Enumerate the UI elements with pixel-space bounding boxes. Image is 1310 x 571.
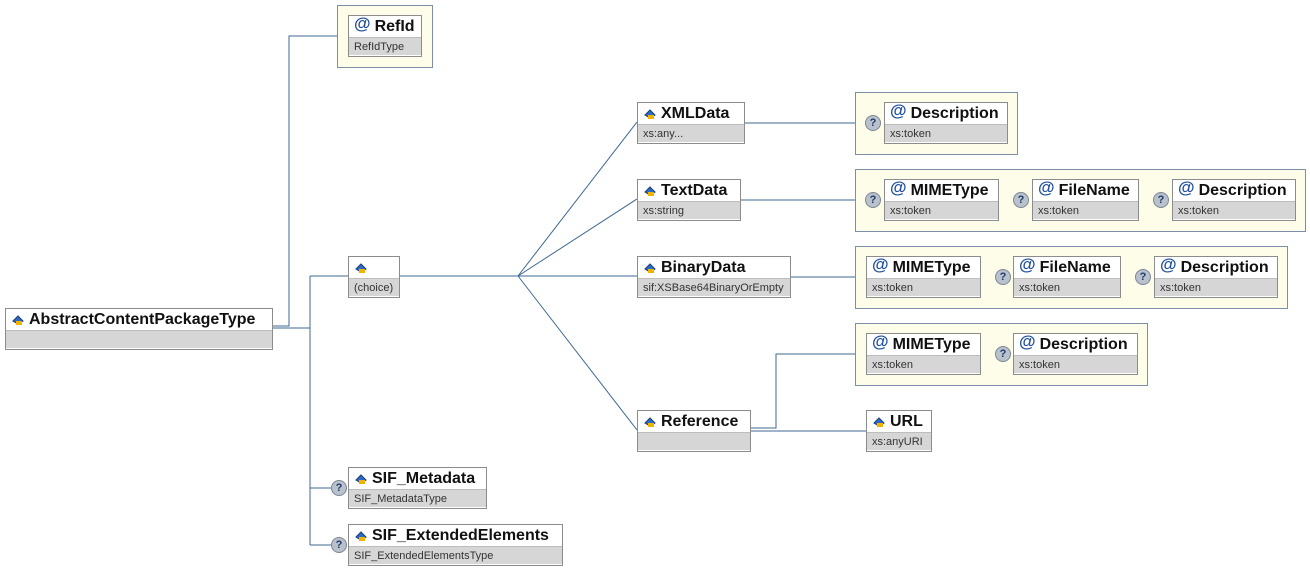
optional-icon: ? [1153, 192, 1169, 208]
optional-icon: ? [995, 346, 1011, 362]
attribute-name: Description [910, 104, 999, 122]
attribute-type: xs:token [1155, 278, 1277, 296]
element-reference[interactable]: Reference [637, 410, 751, 452]
element-icon [354, 530, 368, 542]
attribute-name: MIMEType [892, 258, 971, 276]
attribute-name: Description [1039, 335, 1128, 353]
element-type: xs:anyURI [867, 432, 931, 450]
optional-icon: ? [995, 269, 1011, 285]
element-icon [643, 416, 657, 428]
element-name: URL [890, 412, 923, 430]
attribute-type: xs:token [867, 278, 980, 296]
element-binarydata[interactable]: BinaryData sif:XSBase64BinaryOrEmpty [637, 256, 791, 298]
element-type: SIF_MetadataType [349, 489, 486, 507]
optional-icon: ? [865, 115, 881, 131]
element-name: BinaryData [661, 258, 746, 276]
attribute-icon: @ [872, 331, 889, 351]
attribute-name: MIMEType [910, 181, 989, 199]
element-xmldata[interactable]: XMLData xs:any... [637, 102, 745, 144]
element-sif-extendedelements[interactable]: SIF_ExtendedElements SIF_ExtendedElement… [348, 524, 563, 566]
element-sif-metadata[interactable]: SIF_Metadata SIF_MetadataType [348, 467, 487, 509]
attribute-filename[interactable]: @FileName xs:token [1013, 254, 1121, 298]
attribute-mimetype[interactable]: @MIMEType xs:token [866, 331, 981, 375]
attribute-description[interactable]: @Description xs:token [1154, 254, 1278, 298]
attribute-type: RefIdType [349, 37, 421, 55]
element-type: SIF_ExtendedElementsType [349, 546, 562, 564]
element-name: SIF_ExtendedElements [372, 526, 549, 544]
attribute-type: xs:token [867, 355, 980, 373]
attribute-name: Description [1180, 258, 1269, 276]
element-icon [354, 473, 368, 485]
element-type [638, 432, 750, 450]
attribute-icon: @ [1019, 254, 1036, 274]
attribute-name: Description [1198, 181, 1287, 199]
element-name: AbstractContentPackageType [29, 310, 256, 328]
optional-icon: ? [865, 192, 881, 208]
attribute-name: FileName [1058, 181, 1130, 199]
attribute-type: xs:token [885, 124, 1007, 142]
attribute-name: MIMEType [892, 335, 971, 353]
element-name: XMLData [661, 104, 730, 122]
attribute-description[interactable]: @Description xs:token [884, 100, 1008, 144]
attribute-icon: @ [872, 254, 889, 274]
element-icon [643, 185, 657, 197]
element-type: xs:string [638, 201, 740, 219]
element-icon [643, 262, 657, 274]
attribute-filename[interactable]: @FileName xs:token [1032, 177, 1139, 221]
attribute-type: xs:token [1173, 201, 1295, 219]
attribute-type: xs:token [1014, 355, 1137, 373]
root-element-abstractcontentpackagetype[interactable]: AbstractContentPackageType [5, 308, 273, 350]
attribute-icon: @ [1178, 177, 1195, 197]
element-icon [354, 262, 368, 274]
attribute-type: xs:token [885, 201, 998, 219]
attribute-name: FileName [1039, 258, 1111, 276]
optional-icon: ? [1013, 192, 1029, 208]
attribute-name: RefId [374, 17, 415, 35]
element-icon [11, 314, 25, 326]
optional-icon: ? [1135, 269, 1151, 285]
element-type [6, 330, 272, 348]
attribute-description[interactable]: @Description xs:token [1013, 331, 1138, 375]
attribute-mimetype[interactable]: @MIMEType xs:token [866, 254, 981, 298]
attribute-type: xs:token [1033, 201, 1138, 219]
element-name: Reference [661, 412, 739, 430]
attribute-icon: @ [1038, 177, 1055, 197]
choice-compositor[interactable]: (choice) [348, 256, 400, 298]
choice-label: (choice) [349, 278, 399, 296]
element-name: SIF_Metadata [372, 469, 476, 487]
attribute-icon: @ [1160, 254, 1177, 274]
attribute-icon: @ [890, 177, 907, 197]
optional-icon: ? [331, 480, 347, 496]
element-name: TextData [661, 181, 728, 199]
attribute-type: xs:token [1014, 278, 1120, 296]
optional-icon: ? [331, 537, 347, 553]
element-type: xs:any... [638, 124, 744, 142]
element-url[interactable]: URL xs:anyURI [866, 410, 932, 452]
element-type: sif:XSBase64BinaryOrEmpty [638, 278, 790, 296]
element-icon [643, 108, 657, 120]
element-textdata[interactable]: TextData xs:string [637, 179, 741, 221]
attribute-icon: @ [890, 100, 907, 120]
attribute-description[interactable]: @Description xs:token [1172, 177, 1296, 221]
attribute-icon: @ [1019, 331, 1036, 351]
attribute-icon: @ [354, 13, 371, 33]
element-icon [872, 416, 886, 428]
attribute-mimetype[interactable]: @MIMEType xs:token [884, 177, 999, 221]
attribute-refid[interactable]: @RefId RefIdType [348, 13, 422, 57]
